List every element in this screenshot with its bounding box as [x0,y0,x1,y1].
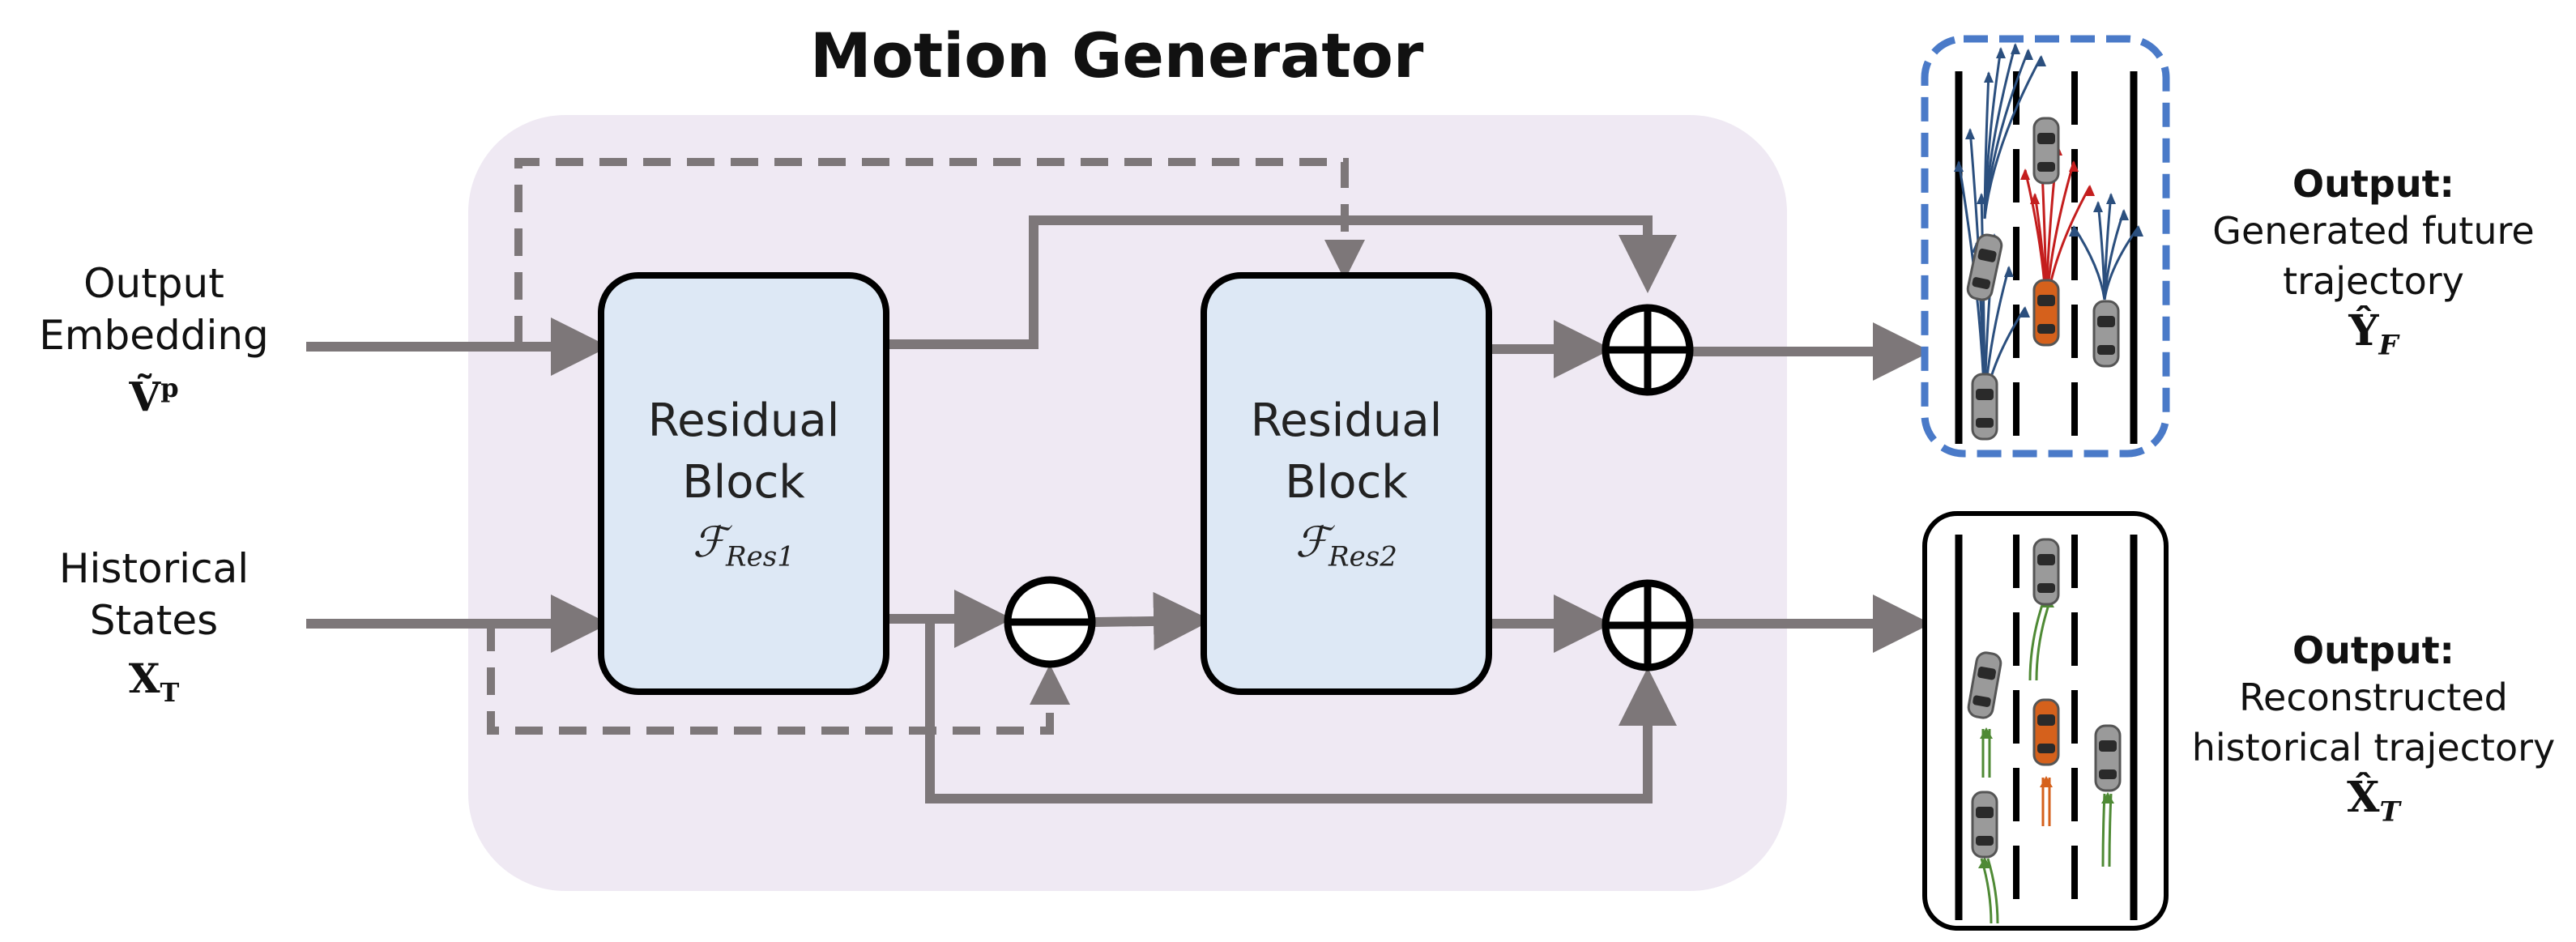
bottom-plus-operator [1601,579,1694,671]
future-output-heading: Output: [2292,162,2454,206]
top-plus-operator [1601,304,1694,396]
historical-output-heading: Output: [2292,629,2454,672]
future-trajectory-arrow-head [2134,225,2143,237]
future-trajectory-arrow [2103,226,2140,301]
residual-block-2-label: Residual Block [1250,394,1443,509]
historical-skip-dashed-connection [487,624,1070,735]
neighbor-car [1966,233,2003,301]
future-trajectory-arrow-head [2093,201,2103,212]
future-trajectory-arrow-head [2119,209,2129,220]
ego-car [2032,279,2060,347]
future-trajectory-arrow [1983,56,2043,220]
future-output-symbol: ŶF [2348,306,2399,362]
ego-future-trajectory-arrow-head [2069,160,2079,172]
neighbor-car [1971,373,1998,441]
neighbor-car [2092,300,2120,368]
residual-block-1-symbol: ℱRes1 [693,518,795,573]
historical-trajectory-arrowhead [2101,792,2114,803]
historical-output-symbol: X̂T [2347,773,2400,829]
future-trajectory-arrow-head [2024,49,2033,60]
neighbor-car [2032,117,2060,185]
future-trajectory-arrow-head [1954,160,1964,172]
historical-trajectory-line [2028,597,2046,681]
future-trajectory-arrow-head [2011,43,2020,54]
future-trajectory-arrow [1983,72,1990,220]
neighbor-car [1971,791,1998,859]
historical-input-label: Historical States [32,543,275,646]
embedding-symbol: Ṽp [129,373,179,421]
historical-trajectory-arrowhead [2040,776,2053,787]
historical-label-line2: States [89,597,219,644]
historical-label-line1: Historical [58,545,249,592]
historical-output-label: Output: Reconstructed historical traject… [2179,629,2568,828]
historical-output-line1: Reconstructed [2239,676,2508,719]
block1-top-skip-arrow [888,215,1677,349]
block1-bottom-skip-arrow [925,619,1677,803]
diagram-title: Motion Generator [810,19,1424,92]
future-trajectory-arrow-head [1996,47,2006,58]
ego-future-trajectory-arrow-head [2085,185,2095,196]
future-output-line1: Generated future [2212,209,2535,253]
future-trajectory-arrow-head [2106,193,2116,204]
embedding-label-line1: Output [83,260,224,307]
residual-block-1-label: Residual Block [647,394,840,509]
future-trajectory-arrow-head [2020,306,2030,318]
future-output-label: Output: Generated future trajectory ŶF [2179,162,2568,361]
neighbor-car [1967,651,2002,719]
neighbor-car [2032,538,2060,606]
historical-symbol: XT [128,654,180,708]
minus-operator [1004,576,1096,668]
neighbor-car [2094,724,2122,792]
residual-block-2 [1201,272,1492,695]
ego-future-trajectory-arrow-head [2030,193,2040,204]
residual-block-1 [598,272,889,695]
future-trajectory-scene [1954,43,2143,444]
future-trajectory-arrow-head [1965,128,1975,139]
historical-trajectory-arrowhead [1978,857,1991,868]
future-output-line2: trajectory [2283,259,2464,303]
future-trajectory-arrow-head [1984,71,1994,83]
historical-output-line2: historical trajectory [2191,726,2556,769]
residual-block-2-symbol: ℱRes2 [1295,518,1397,573]
embedding-input-label: Output Embedding [32,258,275,361]
future-trajectory-arrow-head [2036,55,2046,66]
future-trajectory-arrow-head [2069,225,2079,237]
ego-future-trajectory-arrow-head [2020,168,2030,180]
historical-trajectory-arrowhead [1980,727,1993,739]
minus-to-block2-arrow [1094,591,1212,650]
ego-car [2032,698,2060,766]
historical-trajectory-scene [1955,535,2138,924]
future-trajectory-arrow [2072,226,2106,301]
embedding-label-line2: Embedding [39,312,269,359]
historical-trajectory-line [1986,858,1999,924]
future-trajectory-arrow-head [2004,266,2014,277]
